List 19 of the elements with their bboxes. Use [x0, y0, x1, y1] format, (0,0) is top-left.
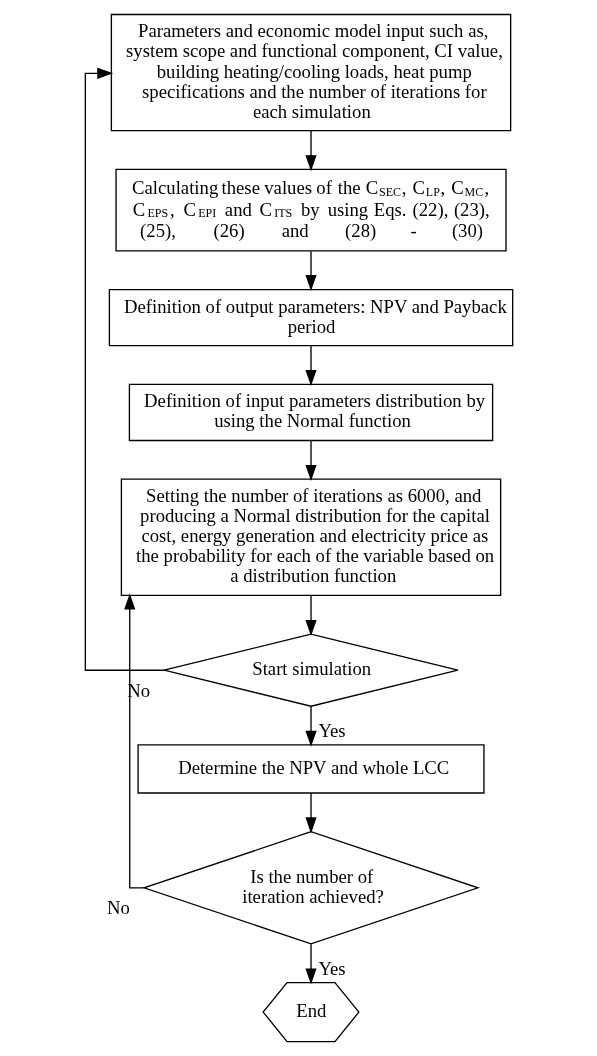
arrow	[304, 943, 317, 985]
node-box: Setting the number of iterations as 6000, and producing a Normal distribution for the capital cost, energy generation and electricity price as the probability for each of the variable based on a distribution function	[120, 478, 501, 597]
edge-label: No	[106, 897, 130, 919]
node-diamond: Start simulation	[162, 633, 459, 707]
arrow	[304, 440, 317, 481]
edge-label: Yes	[317, 957, 346, 979]
node-box: Definition of output parameters: NPV and Payback period	[108, 288, 513, 347]
node-box: Determine the NPV and whole LCC	[136, 744, 485, 794]
node-box: Parameters and economic model input such as, system scope and functional component, CI value, building heating/cooling loads, heat pump specifications and the number of iterations for each simulation	[110, 13, 511, 132]
arrow	[304, 594, 317, 637]
arrow	[304, 705, 317, 747]
node-diamond: Is the number of iteration achieved?	[141, 831, 480, 945]
node-box: Definition of input parameters distribution by using the Normal function	[128, 383, 493, 442]
arrow	[304, 130, 317, 172]
arrow	[304, 345, 317, 387]
edge-label: Yes	[317, 719, 346, 741]
arrow	[304, 792, 317, 834]
arrow	[304, 250, 317, 291]
arrow	[84, 67, 165, 671]
